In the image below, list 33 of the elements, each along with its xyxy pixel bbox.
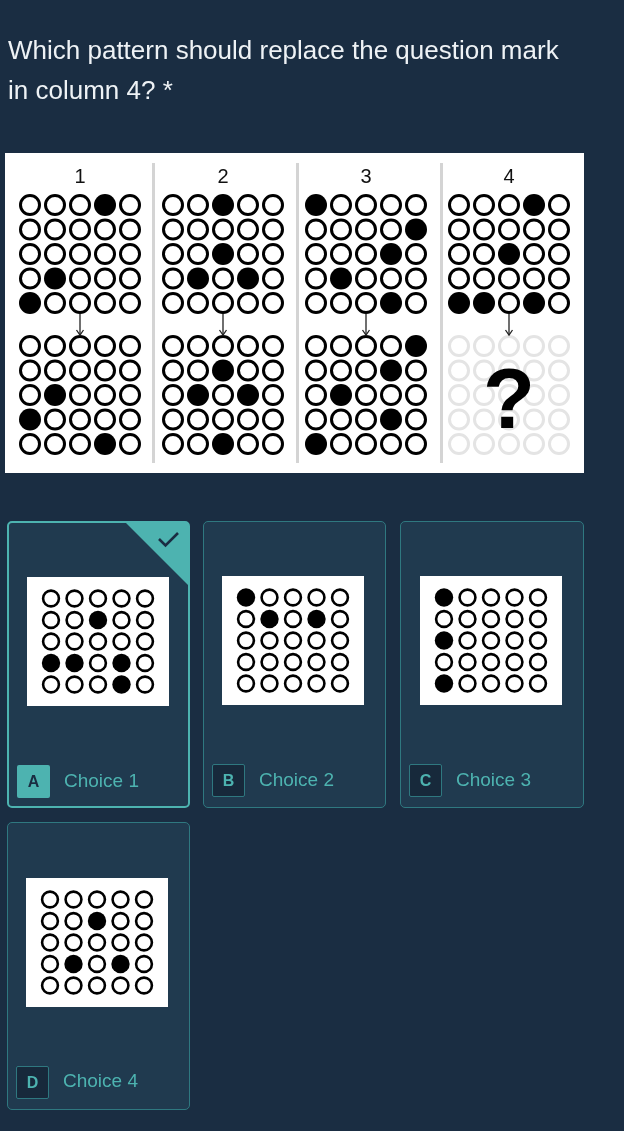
dot-grid-picture xyxy=(162,194,284,314)
choice-letter: B xyxy=(212,764,245,797)
choice-letter: D xyxy=(16,1066,49,1099)
choice-label: Choice 3 xyxy=(456,768,531,792)
column-number: 2 xyxy=(217,164,229,188)
dot-grid-picture xyxy=(19,194,141,314)
choice-card xyxy=(203,521,386,808)
dot-grid-picture xyxy=(420,576,562,705)
dot-grid-picture xyxy=(26,878,168,1007)
choice-card xyxy=(7,521,190,808)
question-text: Which pattern should replace the question mark in column 4? * xyxy=(8,34,560,107)
arrow xyxy=(75,313,85,336)
arrow xyxy=(218,313,228,336)
dot-grid-picture xyxy=(162,335,284,455)
arrow xyxy=(504,313,514,336)
dot-grid-picture xyxy=(19,335,141,455)
dot-grid-picture xyxy=(448,194,570,314)
choice-letter: C xyxy=(409,764,442,797)
choice-letter: A xyxy=(17,765,50,798)
dot-grid-picture xyxy=(305,335,427,455)
choice-label: Choice 2 xyxy=(259,768,334,792)
choice-label: Choice 4 xyxy=(63,1069,138,1093)
question-mark: ? xyxy=(483,356,535,441)
dot-grid-picture xyxy=(222,576,364,705)
column-number: 1 xyxy=(74,164,86,188)
arrow xyxy=(361,313,371,336)
choice-card xyxy=(400,521,584,808)
dot-grid-picture xyxy=(305,194,427,314)
dot-grid-picture xyxy=(27,577,169,706)
column-number: 4 xyxy=(503,164,515,188)
choice-label: Choice 1 xyxy=(64,769,139,793)
choice-card xyxy=(7,822,190,1110)
column-number: 3 xyxy=(360,164,372,188)
